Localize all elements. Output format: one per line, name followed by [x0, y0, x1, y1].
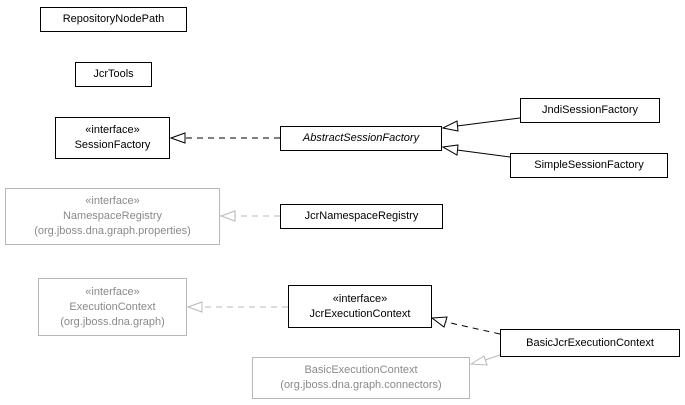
class-repository-node-path[interactable]: RepositoryNodePath	[40, 7, 187, 32]
stereotype-label: «interface»	[85, 124, 140, 136]
edge-basicjcr-implements-jcrexec	[445, 321, 501, 335]
arrowhead-basicjcr-basicexec	[469, 355, 488, 366]
stereotype-label: «interface»	[85, 195, 140, 207]
interface-session-factory[interactable]: «interface» SessionFactory	[55, 117, 170, 159]
class-name: JcrNamespaceRegistry	[304, 210, 419, 222]
class-basic-jcr-execution-context[interactable]: BasicJcrExecutionContext	[500, 329, 680, 357]
package-label: (org.jboss.dna.graph.connectors)	[280, 379, 442, 391]
arrowhead-abstract-sessionfactory	[169, 132, 186, 144]
class-name: JndiSessionFactory	[542, 104, 638, 116]
class-basic-execution-context[interactable]: BasicExecutionContext (org.jboss.dna.gra…	[252, 357, 470, 399]
class-name: BasicExecutionContext	[304, 364, 418, 376]
arrowhead-jndi-abstract	[441, 120, 459, 132]
arrowhead-jcrnamespace-namespace	[219, 210, 236, 222]
stereotype-label: «interface»	[332, 292, 388, 305]
package-label: (org.jboss.dna.graph)	[60, 315, 165, 328]
class-simple-session-factory[interactable]: SimpleSessionFactory	[510, 153, 668, 178]
class-name: NamespaceRegistry	[62, 210, 163, 222]
class-name: BasicJcrExecutionContext	[526, 336, 654, 349]
interface-jcr-execution-context[interactable]: «interface» JcrExecutionContext	[288, 285, 432, 328]
arrowhead-basicjcr-jcrexec	[430, 316, 448, 328]
edge-simple-extends-abstract	[456, 149, 511, 158]
class-name: SessionFactory	[74, 139, 151, 151]
interface-namespace-registry[interactable]: «interface» NamespaceRegistry (org.jboss…	[5, 188, 220, 245]
class-name: AbstractSessionFactory	[302, 132, 420, 144]
class-name: JcrTools	[93, 68, 134, 80]
edge-basicjcr-extends-basicexec	[484, 354, 501, 361]
stereotype-label: «interface»	[85, 285, 140, 298]
package-label: (org.jboss.dna.graph.properties)	[34, 225, 191, 237]
class-name: SimpleSessionFactory	[534, 159, 644, 171]
class-name: RepositoryNodePath	[62, 13, 165, 25]
class-jcr-tools[interactable]: JcrTools	[75, 62, 152, 87]
arrowhead-jcrexec-exec	[186, 301, 203, 313]
edge-jndi-extends-abstract	[456, 117, 521, 127]
interface-execution-context[interactable]: «interface» ExecutionContext (org.jboss.…	[38, 278, 187, 336]
class-name: JcrExecutionContext	[309, 307, 411, 320]
class-abstract-session-factory[interactable]: AbstractSessionFactory	[280, 126, 442, 151]
arrowhead-simple-abstract	[441, 144, 459, 156]
class-jndi-session-factory[interactable]: JndiSessionFactory	[520, 98, 660, 123]
class-jcr-namespace-registry[interactable]: JcrNamespaceRegistry	[280, 204, 443, 229]
class-name: ExecutionContext	[69, 300, 156, 313]
